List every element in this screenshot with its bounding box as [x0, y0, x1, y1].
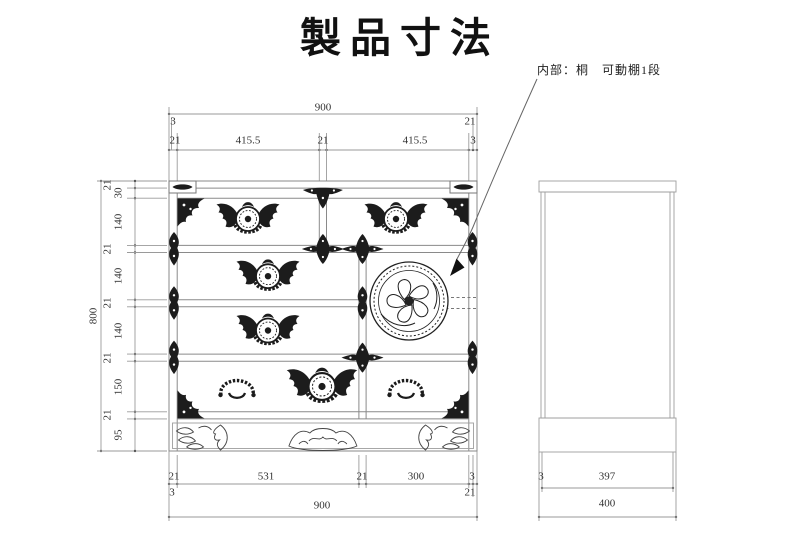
dim-front-left-chain-2: 140 [112, 213, 125, 231]
dim-side-overall: 400 [598, 497, 616, 510]
dim-side-inset: 3 [538, 470, 544, 483]
dim-front-left-chain-7: 21 [101, 352, 114, 364]
dim-side-inner: 397 [598, 470, 616, 483]
front-dimension-lines [97, 107, 479, 521]
dim-front-bottom-end-right: 21 [464, 486, 476, 499]
page-title: 製品寸法 [300, 15, 500, 61]
side-view-outline [538, 180, 677, 453]
dim-front-left-chain-8: 150 [112, 378, 125, 395]
dim-front-bottom-seg-2: 21 [356, 470, 368, 483]
dim-front-left-chain-4: 140 [112, 267, 125, 285]
dim-front-left-chain-1: 30 [112, 187, 125, 199]
dim-front-top-end-right: 21 [464, 115, 476, 128]
dim-front-top-seg-3: 415.5 [402, 134, 428, 147]
dim-front-bottom-seg-4: 3 [469, 470, 475, 483]
left-chain-ticks [127, 179, 167, 453]
dim-front-left-chain-5: 21 [101, 297, 114, 309]
dim-front-top-seg-1: 415.5 [235, 134, 261, 147]
dim-front-top-seg-2: 21 [317, 134, 329, 147]
dim-front-top-seg-0: 21 [169, 134, 181, 147]
note-leader [450, 78, 538, 276]
leader-arrowhead [450, 258, 465, 276]
dim-front-top-overall: 900 [314, 101, 332, 114]
dim-front-height-overall: 800 [87, 307, 100, 325]
interior-note: 内部：桐 可動棚1段 [537, 63, 662, 77]
dim-front-bottom-end-left: 3 [169, 486, 175, 499]
dim-front-bottom-seg-1: 531 [257, 470, 275, 483]
lock-plate [369, 261, 449, 341]
skirt-carving-left [175, 424, 228, 451]
skirt-carving-right [418, 424, 471, 451]
dim-front-bottom-seg-0: 21 [168, 470, 180, 483]
skirt-carving-center [288, 428, 358, 451]
dim-front-top-seg-4: 3 [470, 134, 476, 147]
dim-front-left-chain-6: 140 [112, 322, 125, 339]
dim-front-bottom-seg-3: 300 [407, 470, 425, 483]
leader-line [456, 78, 538, 260]
dim-front-top-end-left: 3 [170, 115, 176, 128]
dim-front-left-chain-9: 21 [101, 409, 114, 421]
dim-front-left-chain-3: 21 [101, 243, 114, 255]
dim-front-bottom-overall: 900 [313, 499, 331, 512]
dim-front-left-chain-10: 95 [112, 429, 125, 441]
side-dimension-lines [537, 452, 678, 521]
